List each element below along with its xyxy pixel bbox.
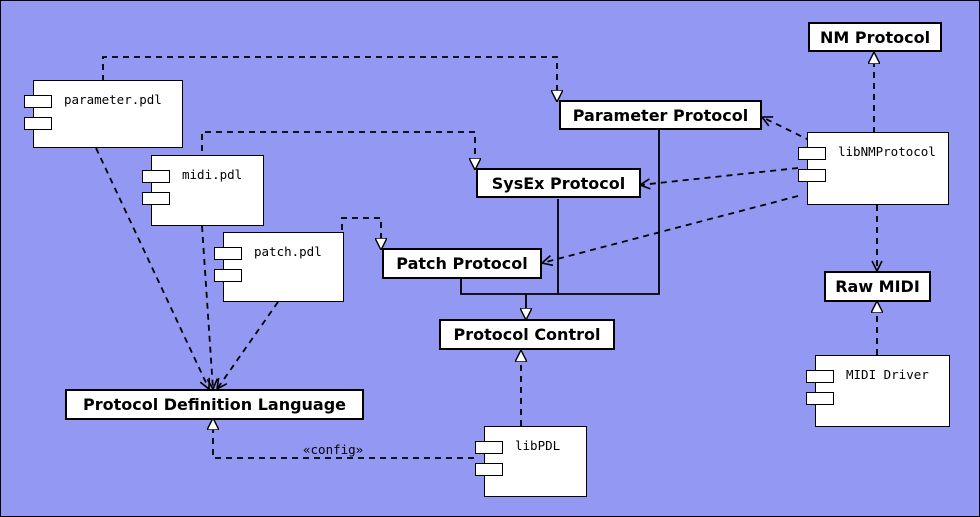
midi-driver-component: MIDI Driver: [806, 355, 950, 427]
protocol-control-label: Protocol Control: [453, 325, 601, 344]
config-stereotype-label: «config»: [303, 442, 364, 457]
libpdl-label: libPDL: [515, 438, 561, 453]
dep-patch-pdl-to-pdl: [217, 301, 279, 389]
patch-pdl-component: patch.pdl: [214, 232, 344, 302]
raw-midi-label: Raw MIDI: [835, 277, 920, 296]
component-icon: [24, 117, 52, 130]
dep-libnmprotocol-to-patch-protocol: [542, 195, 799, 263]
nm-protocol-label: NM Protocol: [819, 27, 931, 47]
link-midi-pdl-to-sysex-protocol: [201, 131, 475, 169]
dep-parameter-pdl-to-pdl: [95, 147, 209, 389]
component-icon: [475, 441, 503, 454]
libnmprotocol-component: libNMProtocol: [798, 132, 949, 205]
link-libpdl-to-pdl: [213, 419, 474, 459]
dep-libnmprotocol-to-parameter-protocol: [762, 117, 812, 142]
protocol-definition-language-box: Protocol Definition Language: [65, 389, 364, 420]
component-icon: [806, 370, 834, 383]
libnmprotocol-label: libNMProtocol: [838, 144, 936, 159]
component-icon: [142, 192, 170, 205]
component-icon: [798, 169, 826, 182]
sysex-protocol-box: SysEx Protocol: [476, 168, 641, 198]
component-icon: [142, 170, 170, 183]
protocol-control-box: Protocol Control: [439, 319, 615, 350]
sysex-protocol-label: SysEx Protocol: [491, 173, 626, 193]
component-icon: [24, 95, 52, 108]
component-icon: [475, 463, 503, 476]
parameter-pdl-component: parameter.pdl: [24, 80, 183, 148]
component-icon: [214, 269, 242, 282]
dep-libnmprotocol-to-sysex-protocol: [640, 167, 799, 185]
patch-protocol-label: Patch Protocol: [396, 254, 528, 273]
patch-pdl-label: patch.pdl: [254, 244, 322, 259]
link-parameter-pdl-to-parameter-protocol: [102, 56, 557, 101]
parameter-pdl-label: parameter.pdl: [64, 92, 162, 107]
libpdl-component: libPDL: [475, 426, 587, 497]
component-icon: [806, 392, 834, 405]
midi-pdl-label: midi.pdl: [182, 167, 243, 182]
component-icon: [798, 147, 826, 160]
protocol-definition-language-label: Protocol Definition Language: [82, 395, 347, 414]
nm-protocol-box: NM Protocol: [808, 22, 942, 52]
patch-protocol-box: Patch Protocol: [382, 248, 542, 279]
midi-pdl-component: midi.pdl: [142, 155, 264, 226]
link-patch-pdl-to-patch-protocol: [341, 217, 381, 249]
raw-midi-box: Raw MIDI: [824, 271, 931, 302]
midi-driver-label: MIDI Driver: [846, 367, 929, 382]
protocol-control-tree: [460, 129, 660, 319]
parameter-protocol-box: Parameter Protocol: [559, 100, 762, 130]
dep-midi-pdl-to-pdl: [201, 225, 213, 389]
parameter-protocol-label: Parameter Protocol: [572, 105, 749, 125]
component-icon: [214, 247, 242, 260]
